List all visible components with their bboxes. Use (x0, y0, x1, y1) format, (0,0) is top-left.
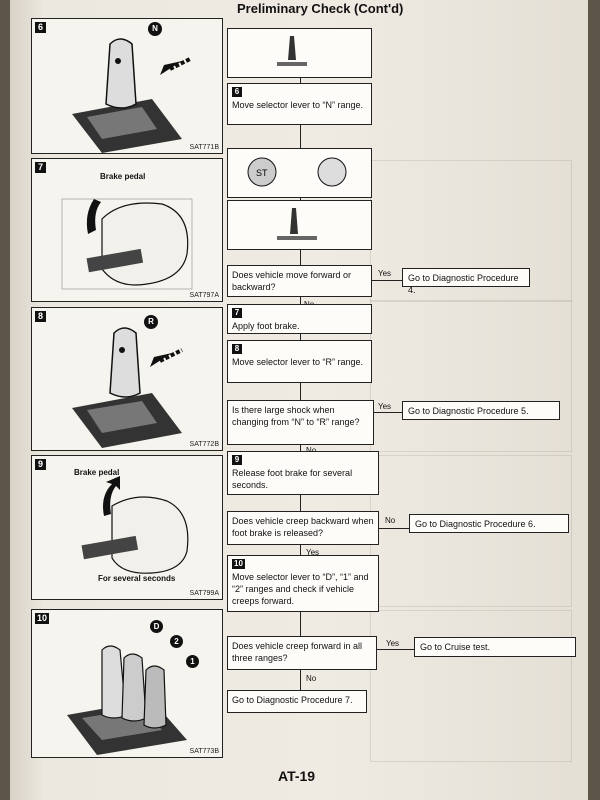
action-text: Go to Cruise test. (420, 642, 491, 652)
step-badge: 9 (232, 455, 242, 465)
diagnostic-procedure-5-box: Go to Diagnostic Procedure 5. (402, 401, 560, 420)
cruise-test-box: Go to Cruise test. (414, 637, 576, 657)
press-illustration-box (227, 200, 372, 250)
step-10-text: Move selector lever to “D”, “1” and “2” … (232, 572, 369, 606)
page-number: AT-19 (278, 768, 316, 784)
bleed-through-box (370, 300, 572, 452)
ignition-illustration-box (227, 28, 372, 78)
question-4-text: Does vehicle creep forward in all three … (232, 641, 363, 663)
flow-connector (300, 250, 301, 265)
flow-connector (377, 649, 414, 650)
figure-step-6: 6 N SAT771B (31, 18, 223, 154)
range-n-badge: N (148, 22, 162, 36)
flow-connector (300, 545, 301, 555)
figure-code: SAT771B (189, 144, 219, 151)
yes-label: Yes (386, 639, 400, 648)
question-2-text: Is there large shock when changing from … (232, 405, 360, 427)
step-badge: 7 (232, 308, 242, 318)
range-r-badge: R (144, 315, 158, 329)
action-text: Go to Diagnostic Procedure 5. (408, 406, 529, 416)
ignition-key-icon: ST (247, 157, 347, 187)
end-text: Go to Diagnostic Procedure 7. (232, 695, 353, 705)
yes-label: Yes (306, 548, 320, 557)
diagnostic-procedure-4-box: Go to Diagnostic Procedure 4. (402, 268, 530, 295)
svg-text:ST: ST (256, 168, 268, 178)
flow-connector (374, 412, 402, 413)
flow-connector (300, 495, 301, 511)
action-text: Go to Diagnostic Procedure 4. (408, 273, 519, 295)
step-number-badge: 7 (35, 162, 46, 173)
question-3-text: Does vehicle creep backward when foot br… (232, 516, 374, 538)
page-title: Preliminary Check (Cont'd) (237, 1, 404, 16)
flow-connector (300, 670, 301, 690)
question-1-box: Does vehicle move forward or backward? (227, 265, 372, 297)
shift-lever-d21-illustration (67, 645, 187, 755)
brake-pedal-label: Brake pedal (100, 172, 146, 181)
yes-label: Yes (378, 402, 392, 411)
bleed-through-box (370, 610, 572, 762)
question-4-box: Does vehicle creep forward in all three … (227, 636, 377, 670)
step-badge: 6 (232, 87, 242, 97)
flow-connector (300, 334, 301, 340)
flow-connector (372, 280, 402, 281)
diagnostic-procedure-6-box: Go to Diagnostic Procedure 6. (409, 514, 569, 533)
step-9-box: 9 Release foot brake for several seconds… (227, 451, 379, 495)
range-1-badge: 1 (186, 655, 199, 668)
brake-pedal-label: Brake pedal (74, 468, 120, 477)
figure-step-9: 9 Brake pedal For several seconds SAT799… (31, 455, 223, 600)
action-text: Go to Diagnostic Procedure 6. (415, 519, 536, 529)
diagnostic-procedure-7-box: Go to Diagnostic Procedure 7. (227, 690, 367, 713)
figure-step-8: 8 R SAT772B (31, 307, 223, 451)
hand-press-icon (277, 208, 317, 240)
step-8-text: Move selector lever to “R” range. (232, 357, 364, 367)
step-number-badge: 9 (35, 459, 46, 470)
flow-connector (300, 445, 301, 451)
step-6-box: 6 Move selector lever to “N” range. (227, 83, 372, 125)
flow-connector (300, 612, 301, 636)
brake-pedal-release-illustration (81, 476, 189, 574)
no-label: No (306, 446, 316, 455)
step-6-text: Move selector lever to “N” range. (232, 100, 364, 110)
figure-step-10: 10 D 2 1 SAT773B (31, 609, 223, 758)
flow-connector (300, 125, 301, 148)
step-number-badge: 8 (35, 311, 46, 322)
hand-press-icon (277, 36, 307, 66)
flow-connector (300, 198, 301, 200)
no-label: No (306, 674, 317, 683)
shift-lever-n-illustration (72, 38, 191, 153)
figure-code: SAT772B (189, 441, 219, 448)
flow-connector (300, 78, 301, 83)
step-badge: 8 (232, 344, 242, 354)
step-number-badge: 6 (35, 22, 46, 33)
no-label: No (385, 516, 396, 525)
ignition-key-illustration-box: ST (227, 148, 372, 198)
range-d-badge: D (150, 620, 163, 633)
question-2-box: Is there large shock when changing from … (227, 400, 374, 445)
step-badge: 10 (232, 559, 245, 569)
flow-connector (379, 528, 409, 529)
figure-code: SAT797A (189, 292, 219, 299)
step-9-text: Release foot brake for several seconds. (232, 468, 353, 490)
step-7-text: Apply foot brake. (232, 321, 300, 331)
figure-code: SAT799A (189, 590, 219, 597)
step-10-box: 10 Move selector lever to “D”, “1” and “… (227, 555, 379, 612)
flow-connector (300, 383, 301, 400)
yes-label: Yes (378, 269, 392, 278)
question-1-text: Does vehicle move forward or backward? (232, 270, 352, 292)
duration-caption: For several seconds (98, 574, 176, 583)
step-8-box: 8 Move selector lever to “R” range. (227, 340, 372, 383)
shift-lever-r-illustration (72, 327, 183, 448)
step-7-box: 7 Apply foot brake. (227, 304, 372, 334)
question-3-box: Does vehicle creep backward when foot br… (227, 511, 379, 545)
step-number-badge: 10 (35, 613, 49, 624)
brake-pedal-illustration (61, 198, 193, 290)
figure-code: SAT773B (189, 748, 219, 755)
figure-step-7: 7 Brake pedal SAT797A (31, 158, 223, 302)
range-2-badge: 2 (170, 635, 183, 648)
